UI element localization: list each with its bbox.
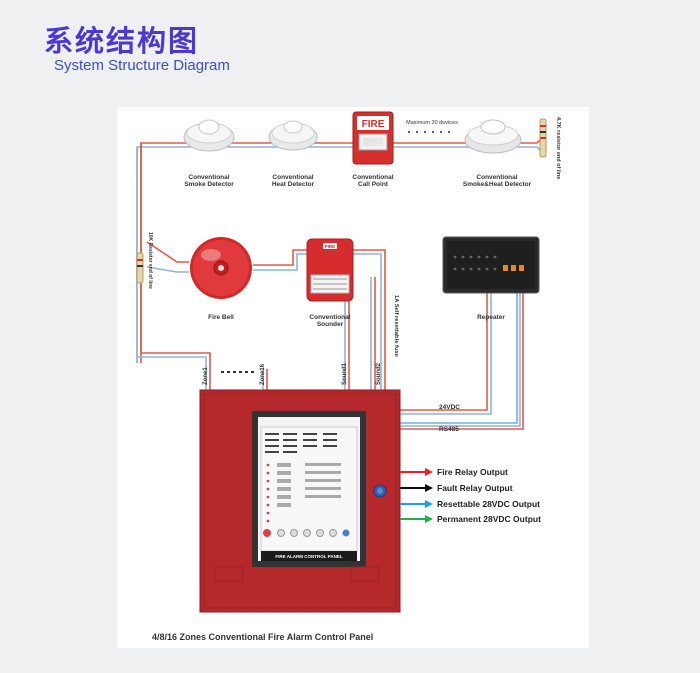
heat-detector-icon	[268, 120, 318, 151]
v24-label: 24VDC	[439, 404, 460, 411]
resistor-10k-icon	[136, 252, 144, 284]
call-point-fire-text: FIRE	[362, 119, 385, 130]
smoke-detector-label-1: Conventional	[188, 174, 229, 181]
max-devices-note: Maximum 30 devices	[406, 120, 458, 126]
smoke-heat-detector-label-2: Smoke&Heat Detector	[463, 181, 532, 188]
control-panel-icon: FIRE ALARM CONTROL PANEL	[199, 389, 401, 613]
resistor-4k7-label: 4.7K resistor end of line	[555, 117, 561, 179]
fire-bell-label: Fire Bell	[208, 314, 234, 321]
output-label-resettable: Resettable 28VDC Output	[437, 499, 540, 509]
zone-ellipsis	[221, 371, 254, 373]
ellipsis-dots	[408, 131, 450, 133]
detector-loop-wiring	[136, 134, 546, 399]
system-diagram: Conventional Smoke Detector Conventional…	[136, 111, 561, 642]
permanent-arrowhead	[425, 515, 433, 523]
smoke-detector-label-2: Smoke Detector	[184, 181, 234, 188]
fault-relay-arrowhead	[425, 484, 433, 492]
repeater-label: Repeater	[477, 314, 505, 321]
page-title-chinese: 系统结构图	[44, 24, 200, 58]
rs485-label: RS485	[439, 426, 459, 433]
diagram-canvas: Conventional Smoke Detector Conventional…	[117, 107, 589, 648]
smoke-detector-icon	[183, 119, 235, 152]
diagram-caption: 4/8/16 Zones Conventional Fire Alarm Con…	[152, 632, 373, 642]
smoke-heat-detector-label-1: Conventional	[476, 174, 517, 181]
call-point-label-2: Call Point	[358, 181, 389, 188]
heat-detector-label-1: Conventional	[272, 174, 313, 181]
sounder-fire-text: FIRE	[325, 244, 335, 249]
sounder-wiring	[344, 277, 376, 399]
repeater-wiring	[400, 292, 524, 430]
resettable-arrowhead	[425, 500, 433, 508]
heat-detector-label-2: Heat Detector	[272, 181, 315, 188]
resistor-10k-label: 10K Resistor end of line	[147, 232, 153, 289]
resistor-4k7-icon	[539, 118, 547, 158]
sounder-icon: FIRE	[306, 238, 354, 302]
panel-plate-text: FIRE ALARM CONTROL PANEL	[275, 554, 342, 559]
zone1-label: Zone1	[203, 367, 209, 385]
fire-relay-arrowhead	[425, 468, 433, 476]
fire-bell-icon	[190, 237, 252, 299]
call-point-icon: FIRE	[352, 111, 394, 165]
call-point-label-1: Conventional	[352, 174, 393, 181]
page-title-english: System Structure Diagram	[54, 57, 230, 74]
sound1-label: Sound1	[342, 362, 348, 385]
sound2-label: Sound2	[376, 362, 382, 385]
output-label-fire-relay: Fire Relay Output	[437, 467, 508, 477]
repeater-icon	[442, 236, 540, 294]
sounder-label-1: Conventional	[309, 314, 350, 321]
smoke-heat-detector-icon	[464, 119, 522, 154]
sounder-label-2: Sounder	[317, 321, 344, 328]
output-label-fault-relay: Fault Relay Output	[437, 483, 513, 493]
output-arrows	[400, 468, 433, 523]
zone16-label: Zone16	[260, 363, 266, 385]
fuse-label: 1A Self resettable fuse	[393, 295, 399, 358]
output-label-permanent: Permanent 28VDC Output	[437, 514, 541, 524]
